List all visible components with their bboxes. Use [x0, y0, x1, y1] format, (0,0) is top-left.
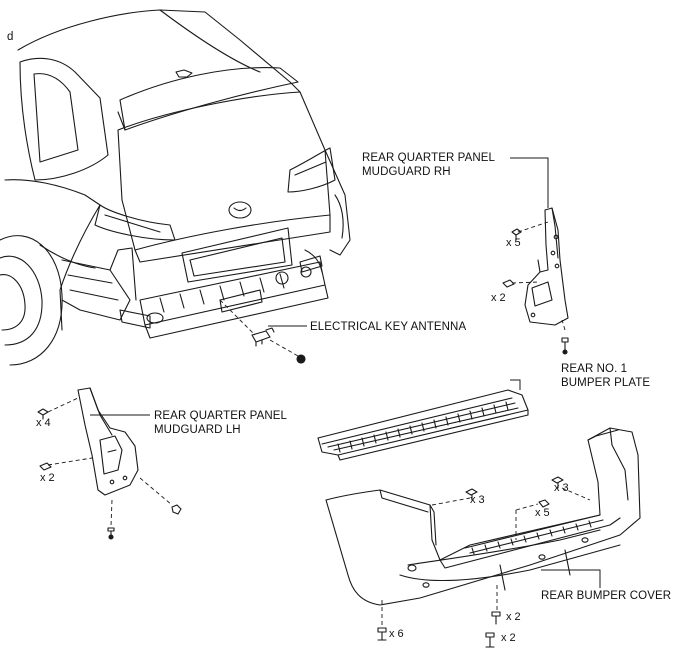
qty-bumper-bolt-center-lower: x 2 [501, 632, 516, 644]
qty-rh-clip: x 2 [491, 292, 506, 304]
electrical-key-antenna [251, 327, 306, 364]
qty-bumper-bolt-left: x 6 [389, 628, 404, 640]
corner-mark: d [7, 31, 14, 43]
label-rear-quarter-panel-mudguard-rh-line2: MUDGUARD RH [362, 166, 451, 178]
vehicle-rear-body [0, 9, 351, 366]
alignment-lines [47, 221, 591, 626]
qty-bumper-bolt-center-upper: x 2 [506, 611, 521, 623]
qty-bumper-clip-left: x 3 [470, 494, 485, 506]
qty-lh-clip: x 2 [40, 472, 55, 484]
qty-bumper-screw-center: x 5 [535, 507, 550, 519]
mudguard-rh [502, 207, 569, 355]
qty-bumper-clip-right: x 3 [554, 482, 569, 494]
label-rear-quarter-panel-mudguard-lh-line1: REAR QUARTER PANEL [154, 410, 288, 422]
label-rear-bumper-cover: REAR BUMPER COVER [541, 590, 672, 602]
rear-bumper-cover [325, 427, 641, 648]
leader-lines [90, 157, 601, 588]
qty-lh-screw: x 4 [36, 417, 51, 429]
label-electrical-key-antenna: ELECTRICAL KEY ANTENNA [310, 321, 467, 333]
label-rear-quarter-panel-mudguard-rh-line1: REAR QUARTER PANEL [362, 152, 496, 164]
label-rear-no1-bumper-plate-line2: BUMPER PLATE [561, 377, 651, 389]
label-rear-quarter-panel-mudguard-lh-line2: MUDGUARD LH [154, 424, 241, 436]
rear-no1-bumper-plate [317, 389, 529, 461]
mudguard-lh [37, 387, 182, 540]
qty-rh-screw: x 5 [506, 237, 521, 249]
label-rear-no1-bumper-plate-line1: REAR NO. 1 [561, 363, 628, 375]
